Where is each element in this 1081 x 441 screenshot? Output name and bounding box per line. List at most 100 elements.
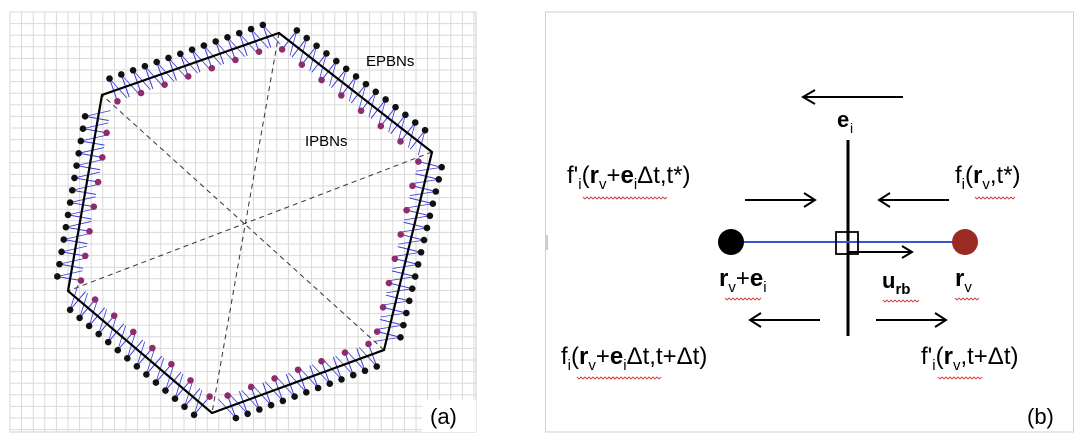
epbn-node bbox=[114, 346, 122, 354]
ipbn-node bbox=[403, 206, 410, 214]
epbn-node bbox=[397, 333, 404, 341]
ipbn-node bbox=[94, 178, 102, 186]
epbn-node bbox=[212, 38, 219, 45]
epbn-node bbox=[314, 384, 322, 392]
node-rv-plus-ei bbox=[718, 229, 744, 255]
f-prime-top-left-label: f'i(rv+eiΔt,t*) bbox=[567, 162, 691, 193]
ipbn-node bbox=[81, 252, 89, 260]
ipbn-node bbox=[149, 344, 156, 352]
epbn-node bbox=[352, 73, 360, 80]
spellcheck-squiggle bbox=[724, 297, 762, 301]
ipbn-node bbox=[298, 61, 306, 69]
panel-b-diagram: e i f'i(rv+eiΔt,t*) fi(rv,t*) rv+ei urb bbox=[545, 11, 1074, 433]
epbn-node bbox=[162, 387, 169, 394]
ipbn-node bbox=[294, 366, 302, 374]
ipbn-node bbox=[99, 154, 106, 161]
epbn-node bbox=[104, 338, 112, 346]
epbn-node bbox=[75, 150, 82, 157]
epbn-node bbox=[432, 188, 440, 195]
epbn-node bbox=[85, 322, 93, 330]
epbn-node bbox=[267, 401, 275, 409]
epbn-node bbox=[423, 224, 431, 232]
ipbn-node bbox=[129, 328, 137, 336]
ipbn-node bbox=[255, 48, 263, 55]
epbn-node bbox=[400, 321, 407, 329]
arrow-bottom-left-head bbox=[748, 312, 762, 328]
epbn-node bbox=[244, 410, 251, 418]
ipbn-nodes bbox=[77, 46, 422, 400]
ipbn-node bbox=[409, 182, 416, 190]
ipbn-node bbox=[341, 349, 349, 356]
ipbn-node bbox=[247, 383, 255, 391]
epbn-node bbox=[152, 379, 160, 386]
epbn-node bbox=[293, 27, 301, 34]
epbn-node bbox=[279, 397, 287, 405]
ipbn-node bbox=[103, 129, 110, 137]
ipbn-node bbox=[86, 227, 93, 235]
ipbn-node bbox=[357, 107, 365, 115]
ipbns-label: IPBNs bbox=[305, 133, 348, 150]
epbn-node bbox=[349, 371, 357, 379]
epbn-node bbox=[438, 163, 445, 171]
epbn-node bbox=[414, 261, 422, 268]
epbn-node bbox=[392, 103, 399, 111]
epbn-node bbox=[73, 162, 80, 169]
epbn-node bbox=[56, 260, 63, 268]
epbn-node bbox=[342, 65, 350, 73]
ipbn-node bbox=[224, 392, 231, 399]
ipbn-node bbox=[415, 158, 422, 165]
epbn-node bbox=[58, 248, 65, 256]
epbn-node bbox=[362, 80, 370, 88]
epbn-node bbox=[323, 50, 330, 57]
rv-plus-ei-label: rv+ei bbox=[719, 265, 767, 296]
ipbn-node bbox=[397, 231, 404, 238]
epbn-node bbox=[200, 42, 208, 49]
epbn-nodes bbox=[54, 21, 445, 422]
epbn-node bbox=[405, 297, 413, 305]
f-top-right-label: fi(rv,t*) bbox=[955, 162, 1021, 193]
epbn-node bbox=[313, 42, 320, 50]
panel-a-diagram: EPBNs IPBNs (a) bbox=[9, 11, 477, 433]
epbn-node bbox=[129, 67, 137, 74]
epbn-node bbox=[76, 314, 83, 322]
panel-a: EPBNs IPBNs (a) bbox=[0, 0, 490, 441]
node-rv bbox=[952, 229, 978, 255]
ipbn-node bbox=[232, 56, 239, 64]
spellcheck-squiggle bbox=[608, 376, 662, 380]
u-rb-arrowhead bbox=[901, 245, 914, 259]
ipbn-node bbox=[318, 357, 325, 365]
epbn-node bbox=[95, 330, 102, 338]
ipbn-node bbox=[365, 340, 372, 348]
epbn-node bbox=[106, 75, 113, 82]
arrow-top-right-head bbox=[877, 192, 891, 208]
epbn-node bbox=[141, 62, 149, 70]
epbn-node bbox=[81, 113, 89, 120]
epbn-node bbox=[60, 236, 68, 243]
f-prime-bottom-right-label: f'i(rv,t+Δt) bbox=[921, 343, 1018, 374]
spellcheck-squiggle bbox=[954, 297, 980, 301]
epbn-node bbox=[303, 34, 311, 42]
epbn-node bbox=[372, 88, 380, 96]
epbn-node bbox=[247, 25, 255, 33]
epbns-label: EPBNs bbox=[366, 53, 414, 70]
spellcheck-squiggle bbox=[937, 376, 983, 380]
arrow-bottom-right-head bbox=[934, 312, 948, 328]
ipbn-node bbox=[137, 89, 145, 97]
epbn-node bbox=[54, 273, 61, 280]
ipbn-node bbox=[385, 279, 393, 287]
ipbn-node bbox=[110, 312, 118, 320]
ipbn-node bbox=[391, 255, 399, 263]
label-a-bg bbox=[422, 400, 476, 432]
ipbn-node bbox=[187, 377, 194, 384]
spellcheck-squiggle bbox=[614, 196, 668, 200]
epbn-node bbox=[303, 389, 310, 396]
boundary-point-square bbox=[835, 231, 859, 255]
epbn-node bbox=[66, 306, 74, 314]
panel-a-label: (a) bbox=[430, 404, 457, 429]
panel-b-frame bbox=[545, 11, 1074, 433]
ipbn-node bbox=[91, 296, 99, 303]
epbn-node bbox=[171, 395, 179, 402]
ipbn-node bbox=[77, 277, 85, 284]
epbn-node bbox=[421, 126, 429, 134]
epbn-node bbox=[68, 186, 76, 194]
